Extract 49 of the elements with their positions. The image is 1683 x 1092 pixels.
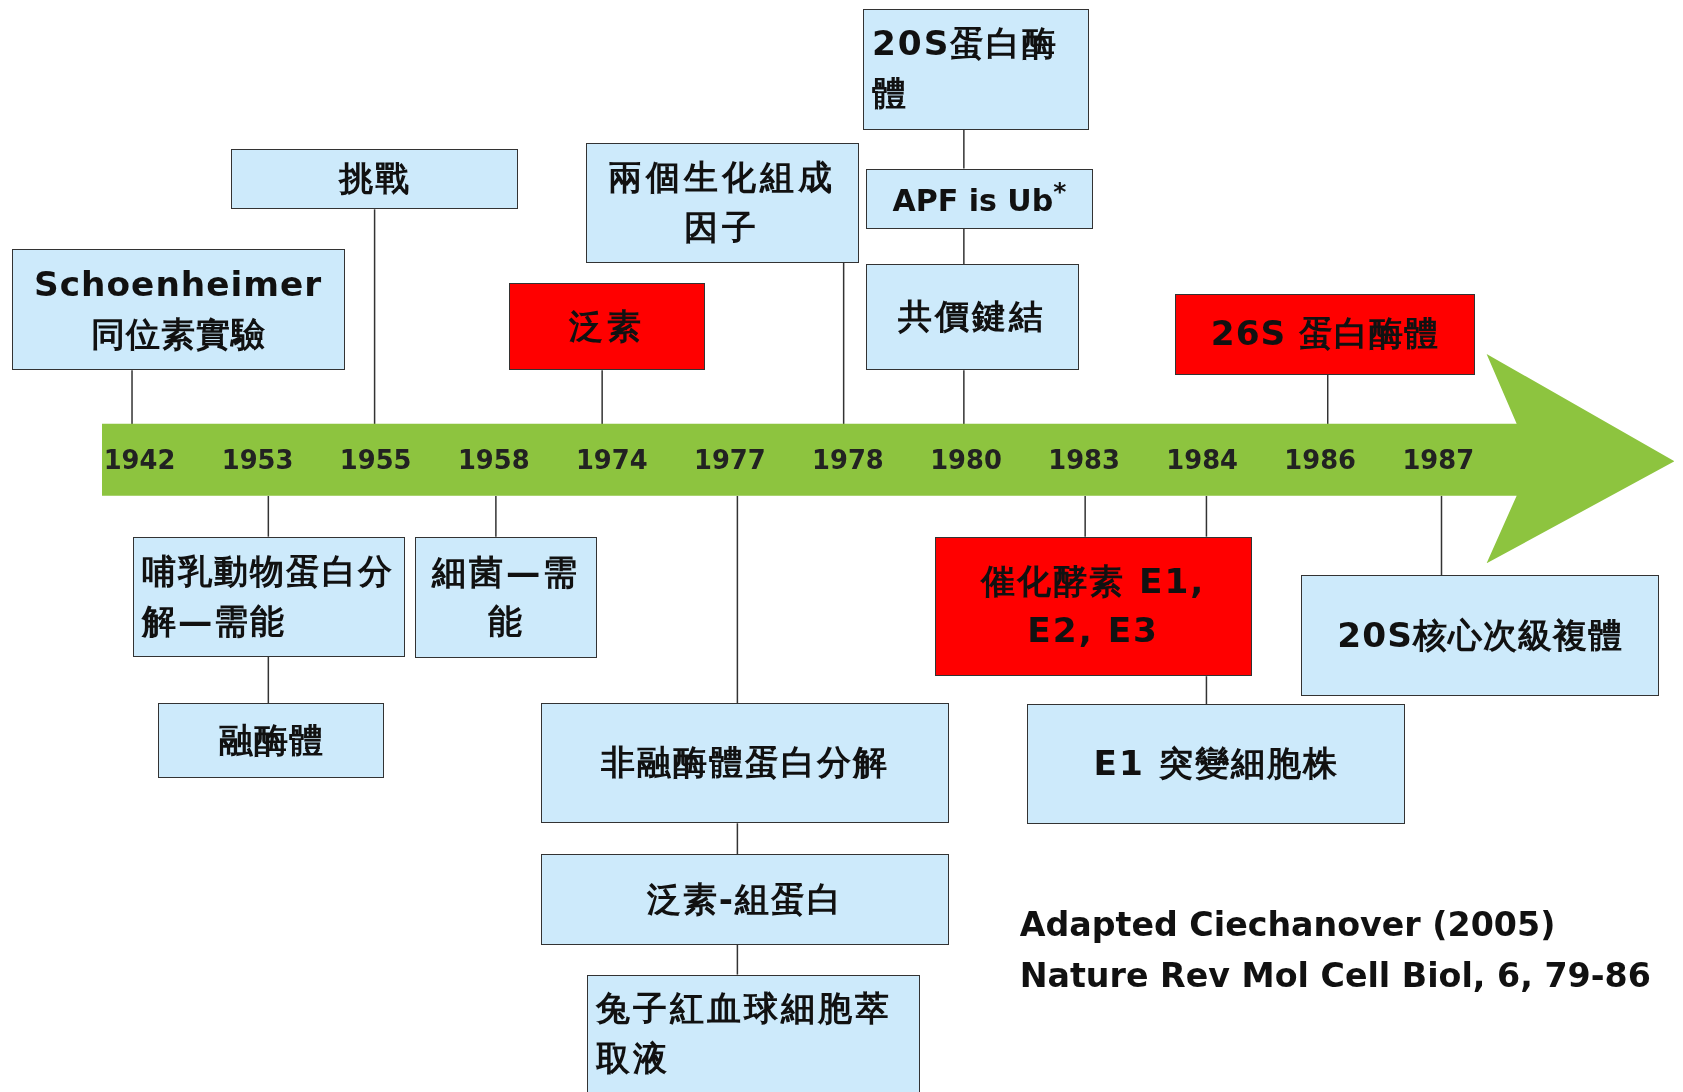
year-label: 1955: [339, 444, 412, 475]
year-label: 1974: [575, 444, 648, 475]
event-box: 泛素-組蛋白: [540, 854, 949, 945]
year-label: 1958: [457, 444, 530, 475]
connector-line: [736, 943, 739, 976]
event-box: 非融酶體蛋白分解: [540, 703, 949, 824]
year-label: 1987: [1402, 444, 1475, 475]
citation-text: Adapted Ciechanover (2005): [1019, 904, 1556, 944]
event-box: Schoenheimer 同位素實驗: [11, 249, 345, 371]
citation-text: Nature Rev Mol Cell Biol, 6, 79-86: [1019, 956, 1651, 996]
connector-line: [736, 822, 739, 856]
connector-line: [1440, 495, 1443, 577]
connector-line: [1205, 495, 1208, 538]
year-label: 1977: [694, 444, 766, 475]
highlight-box: 26S 蛋白酶體: [1175, 294, 1475, 375]
event-box: 細菌—需能: [415, 536, 597, 658]
year-label: 1942: [103, 444, 176, 475]
event-box: 20S蛋白酶體: [862, 8, 1090, 130]
highlight-box: 泛素: [508, 283, 706, 371]
connector-line: [963, 369, 965, 425]
connector-line: [963, 227, 965, 265]
event-box: 共價鍵結: [866, 264, 1079, 371]
connector-line: [131, 369, 133, 425]
connector-line: [736, 495, 739, 704]
connector-line: [842, 262, 845, 425]
year-label: 1953: [221, 444, 294, 475]
highlight-box: 催化酵素 E1, E2, E3: [934, 536, 1252, 677]
connector-line: [1205, 675, 1208, 705]
connector-line: [495, 495, 497, 538]
connector-line: [373, 208, 376, 425]
connector-line: [963, 129, 965, 170]
event-box: 哺乳動物蛋白分解—需能: [133, 536, 405, 657]
connector-line: [267, 495, 270, 538]
connector-line: [1084, 495, 1086, 538]
event-box: 融酶體: [157, 703, 385, 779]
event-box: 20S核心次級複體: [1300, 575, 1660, 696]
event-box: 挑戰: [230, 149, 519, 210]
event-box: E1 突變細胞株: [1027, 704, 1405, 825]
year-label: 1978: [812, 444, 884, 475]
event-box: 兔子紅血球細胞萃取液: [587, 974, 920, 1092]
event-box: 兩個生化組成因子: [586, 142, 859, 263]
year-label: 1984: [1166, 444, 1238, 475]
year-label: 1983: [1048, 444, 1120, 475]
year-label: 1986: [1284, 444, 1357, 475]
year-label: 1980: [930, 444, 1002, 475]
event-box: APF is Ub$^{*}$: [866, 168, 1093, 229]
connector-line: [1326, 373, 1329, 425]
connector-line: [601, 369, 603, 425]
connector-line: [267, 656, 270, 704]
